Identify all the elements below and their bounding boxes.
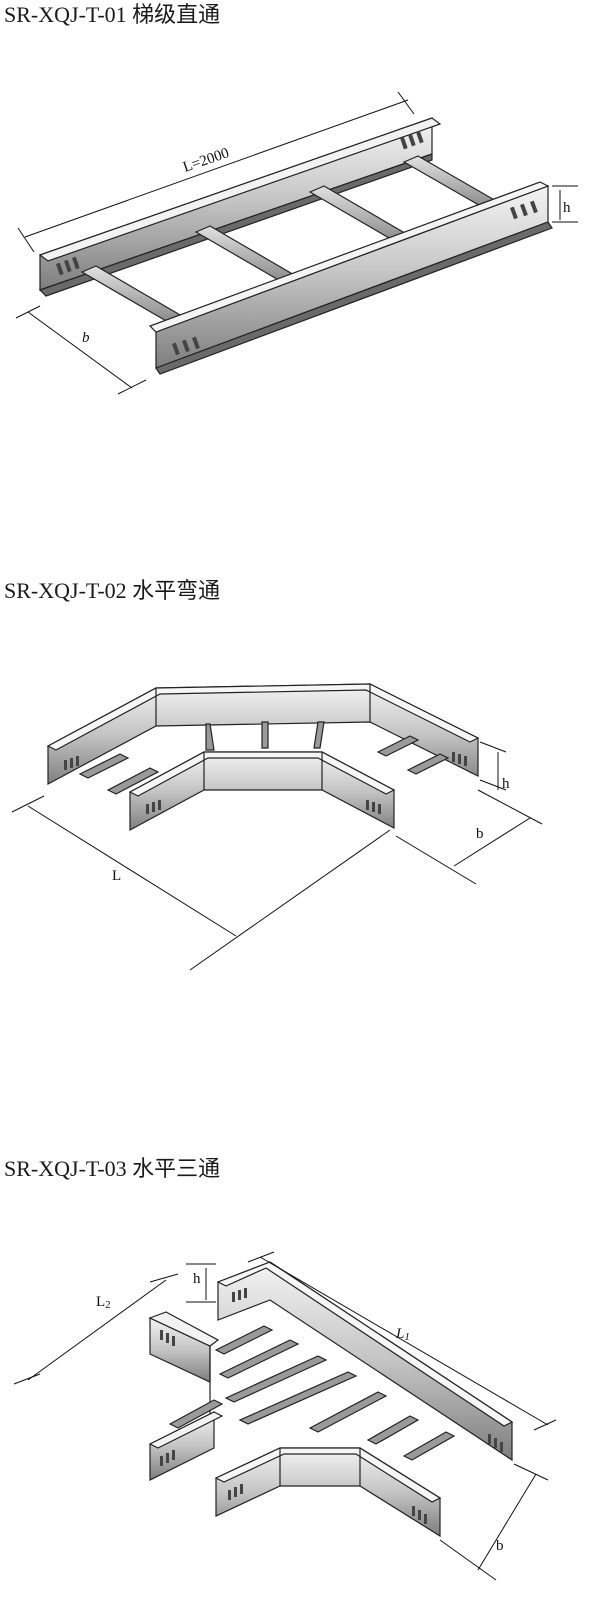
height-label: h <box>502 776 510 792</box>
width-label: b <box>82 330 90 346</box>
main-length-label: L <box>395 1326 404 1342</box>
rungs <box>168 1325 456 1461</box>
dimension-width: b <box>395 789 543 885</box>
height-label: h <box>193 1271 201 1287</box>
outer-rail <box>46 683 480 786</box>
dimension-height: h <box>186 1263 216 1303</box>
width-label: b <box>496 1538 504 1554</box>
branch-length-label: L <box>96 1294 105 1310</box>
dimension-height: h <box>479 741 510 792</box>
straight-ladder-tray-drawing: L=2000 h b <box>15 91 578 395</box>
length-label: L <box>112 868 121 884</box>
front-side-rail <box>148 181 553 375</box>
inner-rail <box>128 751 396 832</box>
section-title-straight: SR-XQJ-T-01 梯级直通 <box>4 2 221 27</box>
svg-text:L2: L2 <box>96 1294 111 1311</box>
dimension-height: h <box>552 185 578 223</box>
dimension-width: b <box>439 1463 549 1581</box>
dimension-branch-length: L2 <box>13 1273 179 1385</box>
branch-length-subscript: 2 <box>105 1299 111 1311</box>
rungs <box>78 721 450 795</box>
height-label: h <box>563 200 571 216</box>
length-label: L=2000 <box>181 145 231 176</box>
section-title-horizontal-elbow: SR-XQJ-T-02 水平弯通 <box>4 578 221 603</box>
branch-rail <box>148 1311 220 1430</box>
back-side-rail <box>38 117 442 297</box>
main-length-subscript: 1 <box>404 1331 410 1343</box>
dimension-main-length: L1 <box>247 1251 557 1431</box>
horizontal-tee-tray-drawing: L1 h L2 b <box>13 1251 557 1581</box>
dimension-width: b <box>15 305 147 395</box>
front-left-rail <box>148 1411 224 1481</box>
dimension-length: L <box>11 795 391 971</box>
front-inner-rail <box>214 1447 442 1538</box>
section-title-horizontal-tee: SR-XQJ-T-03 水平三通 <box>4 1156 221 1181</box>
horizontal-elbow-tray-drawing: h b L <box>11 683 543 971</box>
main-run-rail <box>216 1261 514 1462</box>
width-label: b <box>476 826 484 842</box>
svg-text:L1: L1 <box>395 1326 410 1343</box>
